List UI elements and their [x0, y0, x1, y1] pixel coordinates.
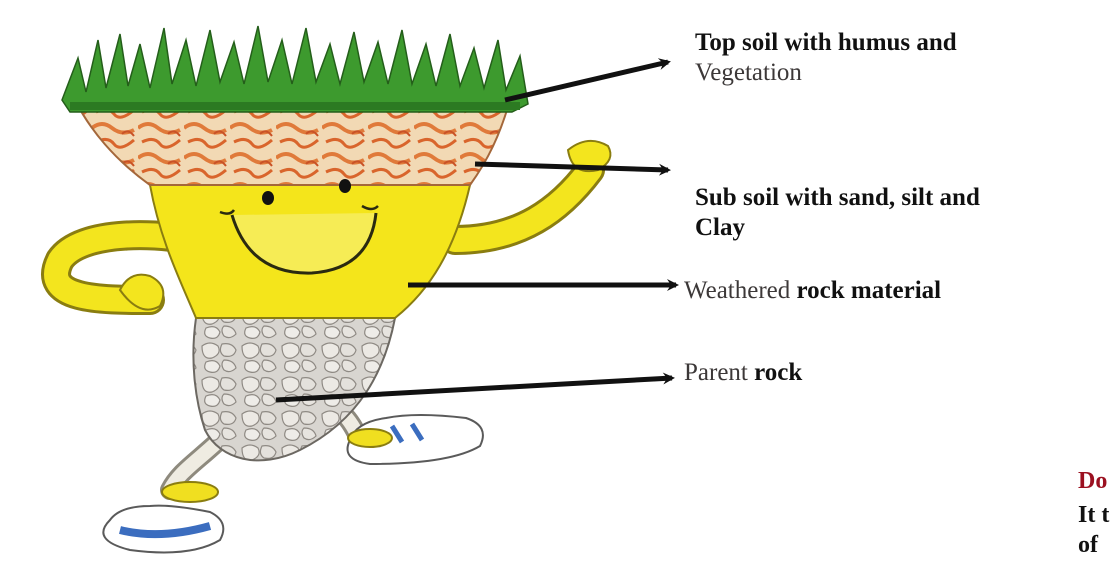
- left-shoe: [103, 482, 223, 552]
- top-soil-label-line1: Top soil with humus and: [695, 28, 957, 58]
- grass-layer: [62, 26, 528, 112]
- weathered-rock-label: Weathered rock material: [684, 276, 941, 306]
- left-eye: [262, 191, 274, 205]
- arrow-top-soil: [505, 62, 668, 100]
- weathered-rock-label-suffix: rock material: [790, 277, 941, 304]
- parent-rock-label-prefix: Parent: [684, 359, 748, 386]
- top-soil-label-line2: Vegetation: [695, 58, 957, 88]
- parent-rock-label-suffix: rock: [748, 359, 802, 386]
- right-eye: [339, 179, 351, 193]
- cropped-heading: Do: [1078, 466, 1107, 496]
- top-soil-label: Top soil with humus and Vegetation: [695, 28, 957, 88]
- parent-rock-label: Parent rock: [684, 358, 802, 388]
- right-shoe: [348, 415, 483, 464]
- arrow-sub-soil: [475, 164, 668, 170]
- cropped-text-line2: of: [1078, 530, 1098, 560]
- sub-soil-label-line1: Sub soil with sand, silt and: [695, 183, 980, 213]
- sub-soil-label: Sub soil with sand, silt and Clay: [695, 183, 980, 243]
- sub-soil-label-line2: Clay: [695, 213, 980, 243]
- cropped-text-line1: It t: [1078, 500, 1109, 530]
- weathered-rock-label-prefix: Weathered: [684, 277, 790, 304]
